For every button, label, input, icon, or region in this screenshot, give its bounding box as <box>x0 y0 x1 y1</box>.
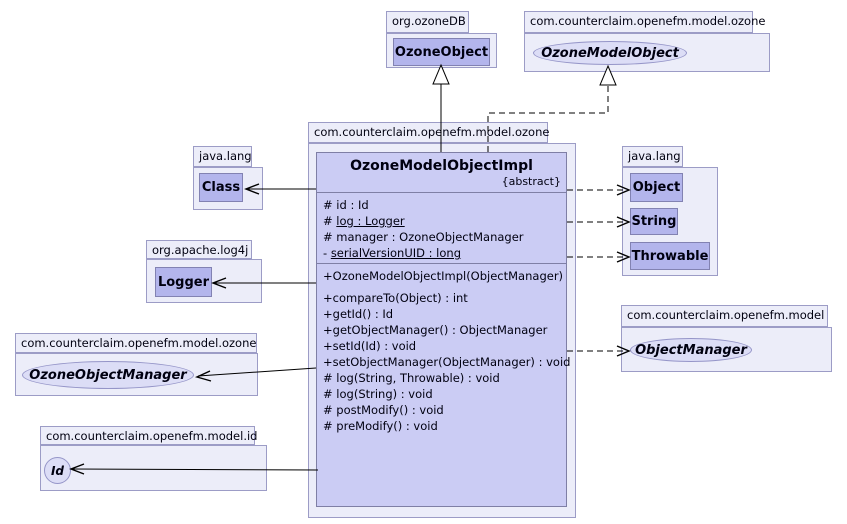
class-member: # log(String, Throwable) : void <box>323 371 500 385</box>
class-name: OzoneObject <box>394 44 489 60</box>
class-name: OzoneModelObjectImpl <box>350 158 533 174</box>
package-label: com.counterclaim.openefm.model <box>627 308 825 322</box>
package-model-ozone-left: com.counterclaim.openefm.model.ozone Ozo… <box>15 333 258 396</box>
package-label: com.counterclaim.openefm.model.id <box>46 429 258 443</box>
class-member: # log(String) : void <box>323 387 433 401</box>
package-label: org.ozoneDB <box>392 14 466 28</box>
class-name: Throwable <box>631 248 709 264</box>
class-stereotype: {abstract} <box>501 175 561 188</box>
package-javalang-right: java.lang Object String Throwable <box>622 146 718 276</box>
constructor-list: +OzoneModelObjectImpl(ObjectManager) <box>317 268 566 284</box>
package-model-right: com.counterclaim.openefm.model ObjectMan… <box>621 305 832 372</box>
package-tab: com.counterclaim.openefm.model <box>621 305 828 327</box>
dependency-arrow-throwable <box>567 252 629 262</box>
dependency-arrow-objectmanager <box>567 346 629 356</box>
class-member: # postModify() : void <box>323 403 444 417</box>
class-member: # log : Logger <box>323 214 405 228</box>
package-label: java.lang <box>199 149 252 163</box>
package-central: com.counterclaim.openefm.model.ozone Ozo… <box>308 122 576 518</box>
class-name: Logger <box>157 274 210 290</box>
class-member: - serialVersionUID : long <box>323 246 462 260</box>
class-member: +setObjectManager(ObjectManager) : void <box>323 355 571 369</box>
class-member: # id : Id <box>323 198 369 212</box>
class-name: Object <box>632 180 681 195</box>
class-name: String <box>631 214 677 229</box>
attributes-section: # id : Id # log : Logger # manager : Ozone… <box>317 192 566 263</box>
interface-name: Id <box>50 463 65 478</box>
interface-ozonemodelobject: OzoneModelObject <box>533 41 687 65</box>
class-ozoneobject: OzoneObject <box>393 38 490 66</box>
class-ozonemodelobjectimpl: OzoneModelObjectImpl {abstract} # id : I… <box>316 152 571 507</box>
package-tab: java.lang <box>622 146 683 167</box>
class-member: # preModify() : void <box>323 419 438 433</box>
class-member: +compareTo(Object) : int <box>323 291 468 305</box>
package-label: com.counterclaim.openefm.model.ozone <box>21 336 257 350</box>
package-tab: org.apache.log4j <box>146 240 252 259</box>
interface-name: ObjectManager <box>635 342 747 358</box>
package-tab: com.counterclaim.openefm.model.ozone <box>308 122 550 143</box>
package-tab: java.lang <box>193 146 252 167</box>
package-label: com.counterclaim.openefm.model.ozone <box>530 14 766 28</box>
class-throwable: Throwable <box>630 242 710 270</box>
class-logger: Logger <box>155 267 212 297</box>
package-tab: com.counterclaim.openefm.model.id <box>40 426 258 445</box>
package-model-id: com.counterclaim.openefm.model.id Id <box>40 426 267 491</box>
class-member: +getId() : Id <box>323 307 394 321</box>
package-label: org.apache.log4j <box>152 243 249 257</box>
package-label: java.lang <box>628 149 681 163</box>
class-member: # manager : OzoneObjectManager <box>323 230 524 244</box>
operation-list: +compareTo(Object) : int +getId() : Id +ge… <box>317 290 571 434</box>
class-member: +setId(Id) : void <box>323 339 417 353</box>
package-tab: com.counterclaim.openefm.model.ozone <box>524 11 765 33</box>
class-string: String <box>630 208 678 235</box>
package-org-ozonedb: org.ozoneDB OzoneObject <box>386 11 497 68</box>
dependency-arrow-string <box>567 217 629 227</box>
package-tab: com.counterclaim.openefm.model.ozone <box>15 333 257 353</box>
class-member: +getObjectManager() : ObjectManager <box>323 323 548 337</box>
dependency-arrow-object <box>567 185 629 195</box>
interface-name: OzoneModelObject <box>541 45 679 61</box>
class-object: Object <box>630 173 683 202</box>
class-class: Class <box>199 173 243 202</box>
package-javalang-left: java.lang Class <box>193 146 263 210</box>
package-model-ozone-top: com.counterclaim.openefm.model.ozone Ozo… <box>524 11 770 72</box>
package-label: com.counterclaim.openefm.model.ozone <box>314 125 550 139</box>
package-tab: org.ozoneDB <box>386 11 469 33</box>
package-body <box>40 445 267 491</box>
class-member: +OzoneModelObjectImpl(ObjectManager) <box>323 269 564 283</box>
package-log4j: org.apache.log4j Logger <box>146 240 262 303</box>
operations-section: +OzoneModelObjectImpl(ObjectManager) +co… <box>317 263 571 436</box>
interface-ozoneobjectmanager: OzoneObjectManager <box>22 361 194 389</box>
class-name: Class <box>201 180 241 195</box>
interface-objectmanager: ObjectManager <box>630 338 752 362</box>
interface-id: Id <box>44 457 71 484</box>
interface-name: OzoneObjectManager <box>29 367 187 383</box>
